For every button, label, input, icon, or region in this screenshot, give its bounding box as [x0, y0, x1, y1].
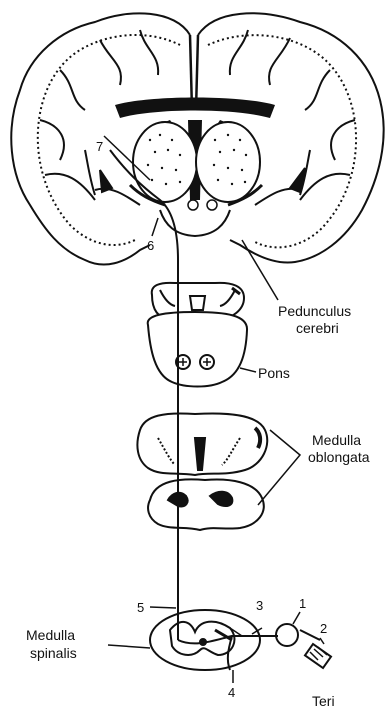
pons-section	[148, 312, 247, 387]
neural-pathway	[110, 150, 278, 670]
label-number-6: 6	[147, 238, 154, 253]
label-number-7: 7	[96, 139, 103, 154]
label-pedunculus-cerebri-line1: Pedunculus	[278, 303, 351, 319]
label-medulla-spinalis-line2: spinalis	[30, 645, 77, 661]
label-teri: Teri	[312, 693, 335, 709]
medulla-oblongata-upper	[137, 413, 267, 475]
label-medulla-oblongata-line2: oblongata	[308, 449, 370, 465]
skin-patch	[305, 644, 331, 668]
medulla-oblongata-lower	[148, 479, 264, 530]
label-pons: Pons	[258, 365, 290, 381]
label-number-4: 4	[228, 685, 235, 700]
label-number-3: 3	[256, 598, 263, 613]
label-medulla-spinalis-line1: Medulla	[26, 627, 75, 643]
label-medulla-oblongata-line1: Medulla	[312, 432, 361, 448]
label-pedunculus-cerebri-line2: cerebri	[296, 320, 339, 336]
label-number-1: 1	[299, 596, 306, 611]
label-number-2: 2	[320, 621, 327, 636]
label-number-5: 5	[137, 600, 144, 615]
medulla-spinalis-section	[150, 610, 260, 670]
